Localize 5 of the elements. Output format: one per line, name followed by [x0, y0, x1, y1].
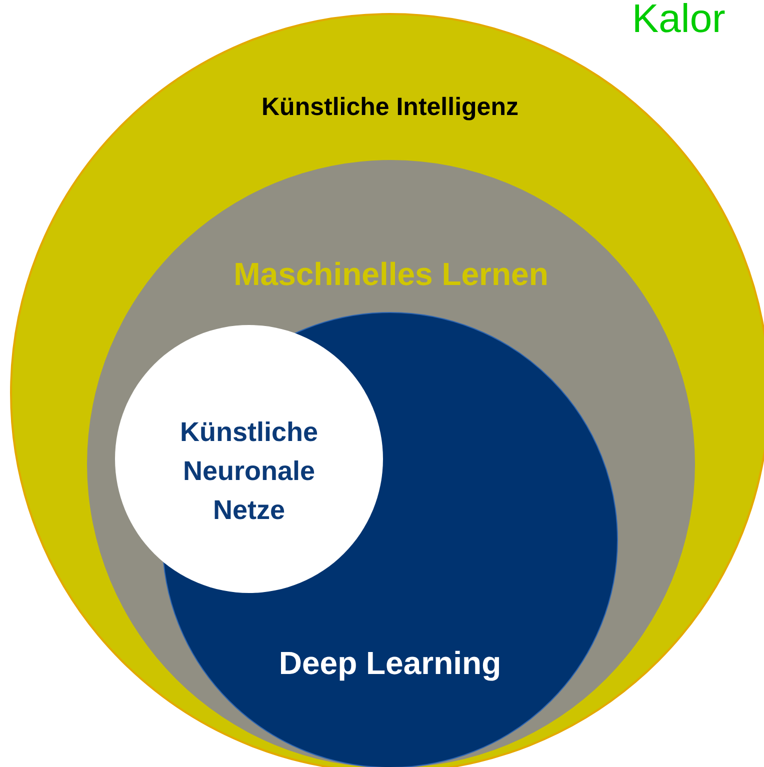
circle-label: Deep Learning: [278, 644, 502, 683]
heading-text: Kalor: [632, 0, 726, 42]
circle-label: Künstliche Intelligenz: [260, 92, 520, 123]
circle-label: Künstliche Neuronale Netze: [178, 416, 320, 527]
circle-label: Maschinelles Lernen: [232, 255, 550, 294]
